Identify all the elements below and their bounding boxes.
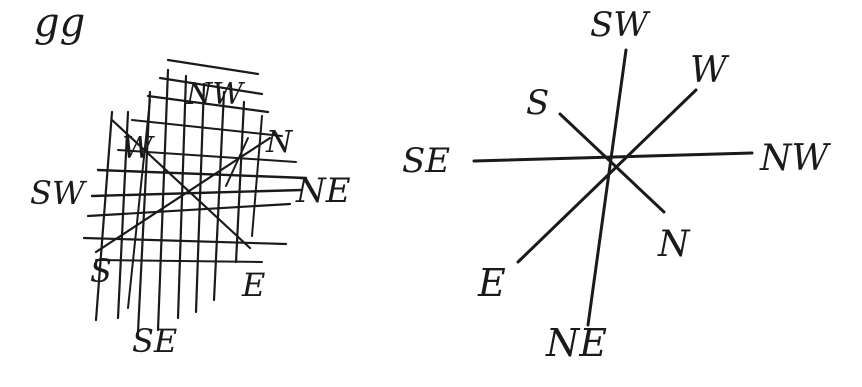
left-hatch-line (168, 60, 258, 74)
right-label-n: N (657, 224, 691, 265)
left-vertical-line (158, 70, 168, 330)
left-hatch-line (132, 120, 282, 136)
top-scribble-text: gg (34, 0, 85, 46)
right-label-w: W (690, 50, 730, 91)
left-label-ne: NE (295, 171, 351, 211)
left-vertical-line (214, 92, 224, 300)
right-label-e: E (477, 261, 506, 305)
right-label-sw: SW (590, 5, 651, 45)
right-label-ne: NE (545, 321, 607, 365)
right-label-s: S (526, 83, 549, 123)
left-label-nw: NW (185, 77, 245, 112)
right-compass-star: SW W S SE NW E N NE (402, 5, 832, 365)
left-label-n: N (265, 125, 294, 160)
left-diagonal-line (226, 138, 248, 186)
left-horizontal-line (88, 204, 290, 216)
left-label-sw: SW (30, 174, 88, 212)
right-label-nw: NW (759, 138, 832, 179)
left-label-e: E (241, 266, 265, 304)
right-label-se: SE (402, 141, 450, 181)
left-label-se: SE (132, 322, 177, 360)
left-hatched-figure: NW W N SW NE S E SE (30, 60, 351, 360)
spoke-s-n (560, 114, 664, 212)
left-label-s: S (90, 252, 112, 290)
left-label-w: W (122, 131, 155, 166)
